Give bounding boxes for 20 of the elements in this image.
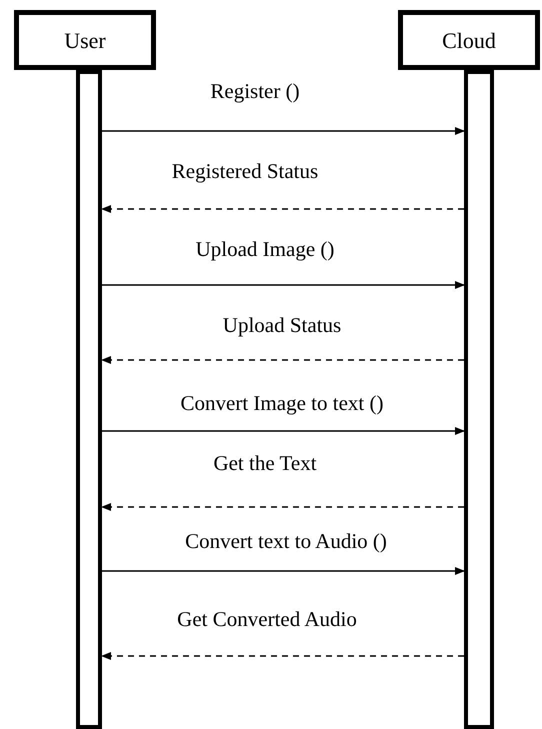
arrow xyxy=(102,427,465,435)
arrow xyxy=(102,281,465,289)
edge-label: Registered Status xyxy=(172,158,318,185)
arrow xyxy=(102,127,465,135)
arrow xyxy=(102,567,465,575)
arrow xyxy=(101,503,464,511)
edge-label: Get the Text xyxy=(213,450,317,477)
arrow xyxy=(101,205,464,213)
actor-box: User xyxy=(14,10,156,70)
edge-label: Register () xyxy=(210,78,300,105)
edge-label: Upload Status xyxy=(222,312,342,339)
edge-label: Convert text to Audio () xyxy=(185,528,387,555)
edge-label: Convert Image to text () xyxy=(180,390,384,417)
arrow xyxy=(101,356,464,364)
lifeline-bar xyxy=(464,70,494,729)
edge-label: Get Converted Audio xyxy=(177,606,357,633)
lifeline-bar xyxy=(76,70,102,729)
arrow xyxy=(101,652,464,660)
actor-box: Cloud xyxy=(398,10,540,70)
edge-label: Upload Image () xyxy=(196,236,334,263)
